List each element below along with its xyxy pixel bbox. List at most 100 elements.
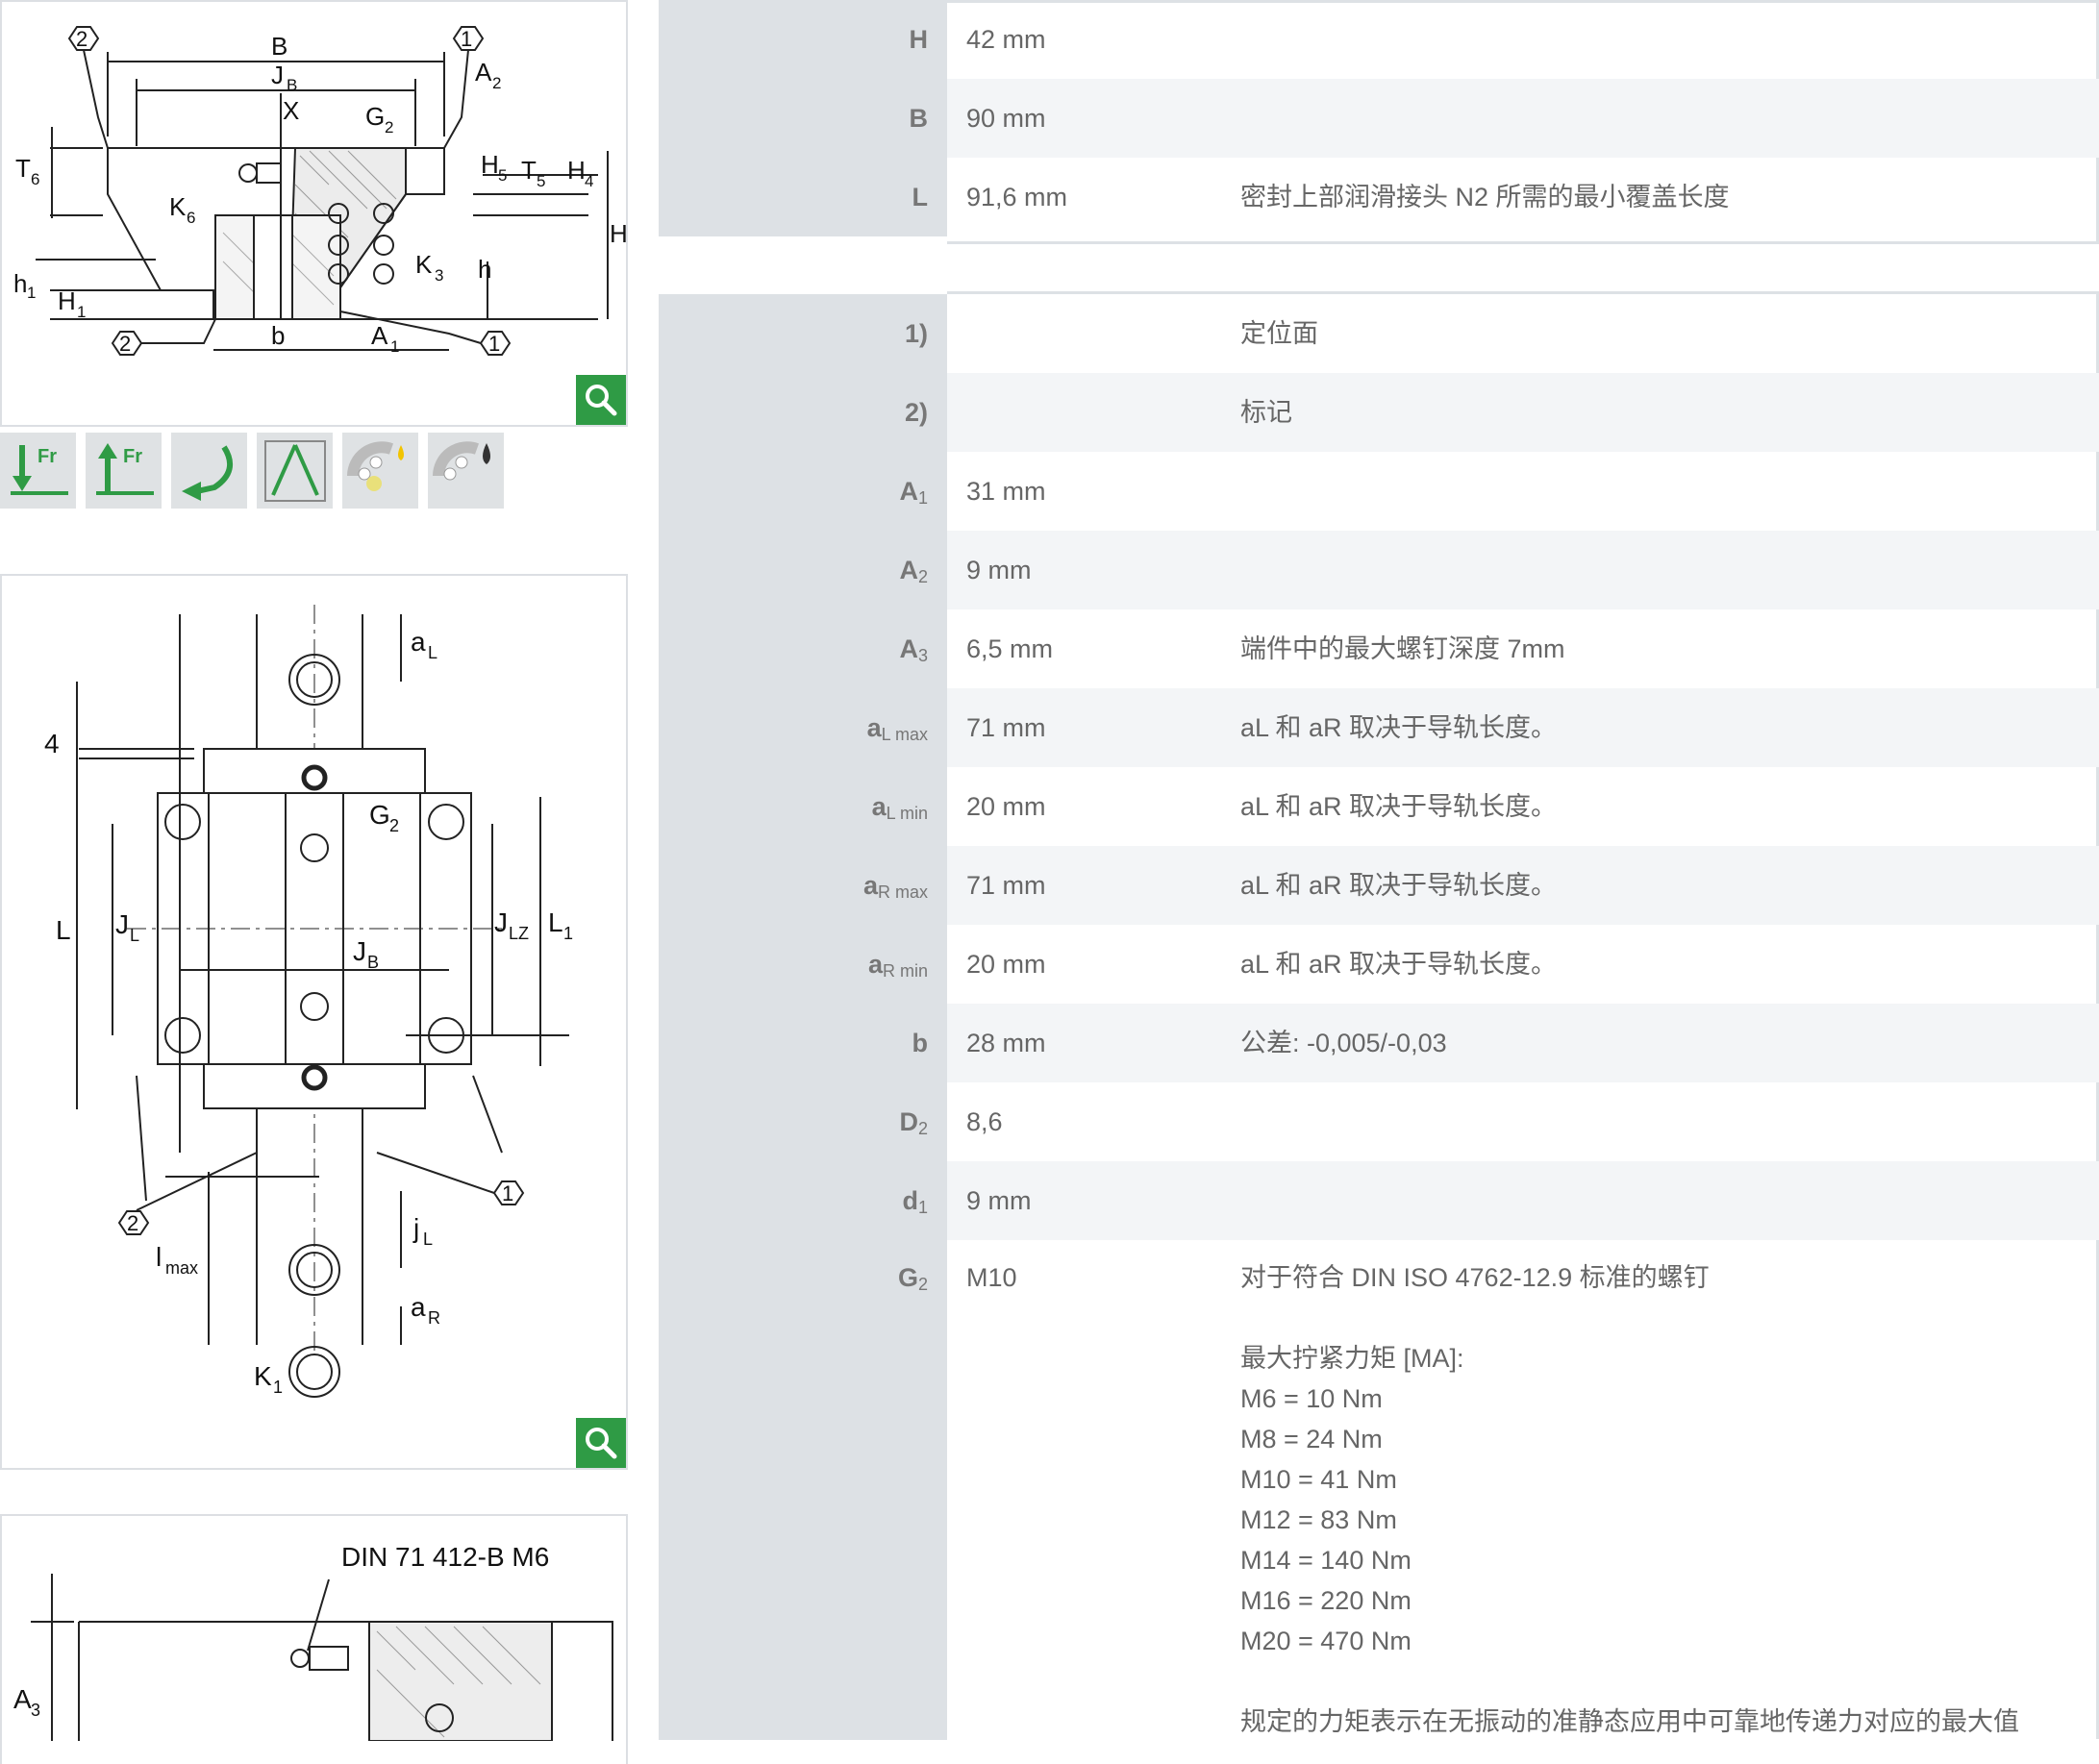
label-X: X [283, 96, 299, 125]
feature-icons-row: Fr Fr [0, 433, 504, 509]
label-T6: T [15, 154, 31, 183]
row-value: 6,5 mm [966, 634, 1054, 663]
note-line: M16 = 220 Nm [1240, 1586, 1412, 1615]
row-note: 对于符合 DIN ISO 4762-12.9 标准的螺钉最大拧紧力矩 [MA]:… [1236, 1240, 2099, 1740]
grease-lubrication-icon[interactable] [342, 433, 418, 509]
label-K6: K [169, 192, 187, 221]
ref-mark-1: 1 [502, 1181, 513, 1205]
zoom-magnifier-icon [586, 1428, 617, 1459]
label-h1: h [13, 269, 27, 298]
row-note [1236, 1161, 2099, 1240]
label-aL-sub: L [428, 643, 437, 662]
label-JB-sub: B [367, 953, 379, 972]
row-note [1236, 531, 2099, 609]
note-line [1240, 1661, 2099, 1702]
row-symbol: aL max [659, 688, 947, 767]
zoom-magnifier-icon [586, 385, 617, 416]
label-H4: H [567, 156, 586, 185]
radial-load-up-icon[interactable]: Fr [86, 433, 162, 509]
row-value: 91,6 mm [966, 183, 1068, 211]
row-symbol: aR min [659, 925, 947, 1004]
label-T5-sub: 5 [537, 172, 545, 190]
label-JL-sub: L [130, 926, 139, 945]
label-A3-sub: 3 [31, 1701, 40, 1720]
note-line [1240, 1298, 2099, 1338]
zoom-button-1[interactable] [576, 375, 626, 425]
row-symbol: H [659, 0, 947, 79]
svg-text:Fr: Fr [123, 446, 142, 467]
table-row: H 42 mm [659, 0, 2099, 79]
top-view-drawing: a L 4 G 2 J L J LZ L 1 L J B 1 2 l max j… [44, 605, 573, 1398]
table-row: A1 31 mm [659, 452, 2099, 531]
row-note: 标记 [1236, 373, 2099, 452]
zoom-button-2[interactable] [576, 1418, 626, 1468]
label-JL: J [115, 909, 129, 939]
row-note [1236, 452, 2099, 531]
note-line: M10 = 41 Nm [1240, 1465, 1397, 1494]
label-G2: G [369, 800, 390, 830]
row-value: 31 mm [966, 477, 1046, 506]
label-H5-sub: 5 [498, 166, 507, 185]
label-JB-sub: B [287, 76, 297, 94]
label-L: L [56, 915, 71, 945]
ref-mark-2-top: 2 [76, 27, 87, 51]
row-value: M10 [966, 1263, 1017, 1292]
label-aR: a [411, 1292, 426, 1322]
label-L1-sub: 1 [563, 924, 573, 943]
row-symbol: A1 [659, 452, 947, 531]
label-H1-sub: 1 [77, 303, 86, 321]
row-value [947, 373, 1236, 452]
row-note: 公差: -0,005/-0,03 [1236, 1004, 2099, 1082]
row-symbol: 2) [659, 373, 947, 452]
angle-adjust-icon[interactable] [257, 433, 333, 509]
row-symbol: D2 [659, 1082, 947, 1161]
oil-lubrication-icon[interactable] [428, 433, 504, 509]
label-G2: G [365, 102, 385, 131]
cross-section-drawing-panel: B J B X G 2 A 2 T 6 H 5 T 5 H 4 K 6 K 3 … [0, 0, 628, 427]
table-row: aL min 20 mm aL 和 aR 取决于导轨长度。 [659, 767, 2099, 846]
label-G2-sub: 2 [385, 118, 393, 137]
row-note: aL 和 aR 取决于导轨长度。 [1240, 950, 1558, 979]
label-aL: a [411, 627, 426, 657]
label-aR-sub: R [428, 1308, 440, 1328]
moment-load-icon[interactable] [171, 433, 247, 509]
label-JLZ: J [494, 907, 508, 937]
row-note: aL 和 aR 取决于导轨长度。 [1236, 688, 2099, 767]
row-value: 42 mm [966, 25, 1046, 54]
label-H1: H [58, 286, 76, 315]
row-value [947, 294, 1236, 373]
label-T5: T [521, 156, 537, 185]
ref-mark-1-top: 1 [461, 27, 472, 51]
label-L1: L [548, 907, 563, 937]
row-symbol: 1) [659, 294, 947, 373]
row-symbol: L [659, 158, 947, 236]
row-symbol: aL min [659, 767, 947, 846]
note-line: M20 = 470 Nm [1240, 1627, 1412, 1655]
label-H5: H [481, 150, 499, 179]
lube-detail-drawing-panel: DIN 71 412-B M6 A 3 [0, 1514, 628, 1764]
row-symbol: aR max [659, 846, 947, 925]
label-K1-sub: 1 [273, 1378, 283, 1397]
note-line: M6 = 10 Nm [1240, 1384, 1383, 1413]
label-B: B [271, 32, 287, 61]
radial-load-down-icon[interactable]: Fr [0, 433, 76, 509]
note-line: M12 = 83 Nm [1240, 1505, 1397, 1534]
row-note: aL 和 aR 取决于导轨长度。 [1240, 792, 1558, 821]
label-H4-sub: 4 [585, 172, 593, 190]
label-JB: J [271, 61, 284, 89]
row-note: 密封上部润滑接头 N2 所需的最小覆盖长度 [1240, 183, 1730, 211]
label-G2-sub: 2 [389, 816, 399, 835]
note-line: M14 = 140 Nm [1240, 1546, 1412, 1575]
row-symbol: B [659, 79, 947, 158]
row-value: 20 mm [966, 792, 1046, 821]
label-h1-sub: 1 [27, 284, 36, 302]
cross-section-drawing: B J B X G 2 A 2 T 6 H 5 T 5 H 4 K 6 K 3 … [13, 26, 626, 356]
note-line: 规定的力矩表示在无振动的准静态应用中可靠地传递力对应的最大值 [1240, 1707, 2019, 1736]
ref-mark-2-bottom: 2 [119, 332, 131, 356]
